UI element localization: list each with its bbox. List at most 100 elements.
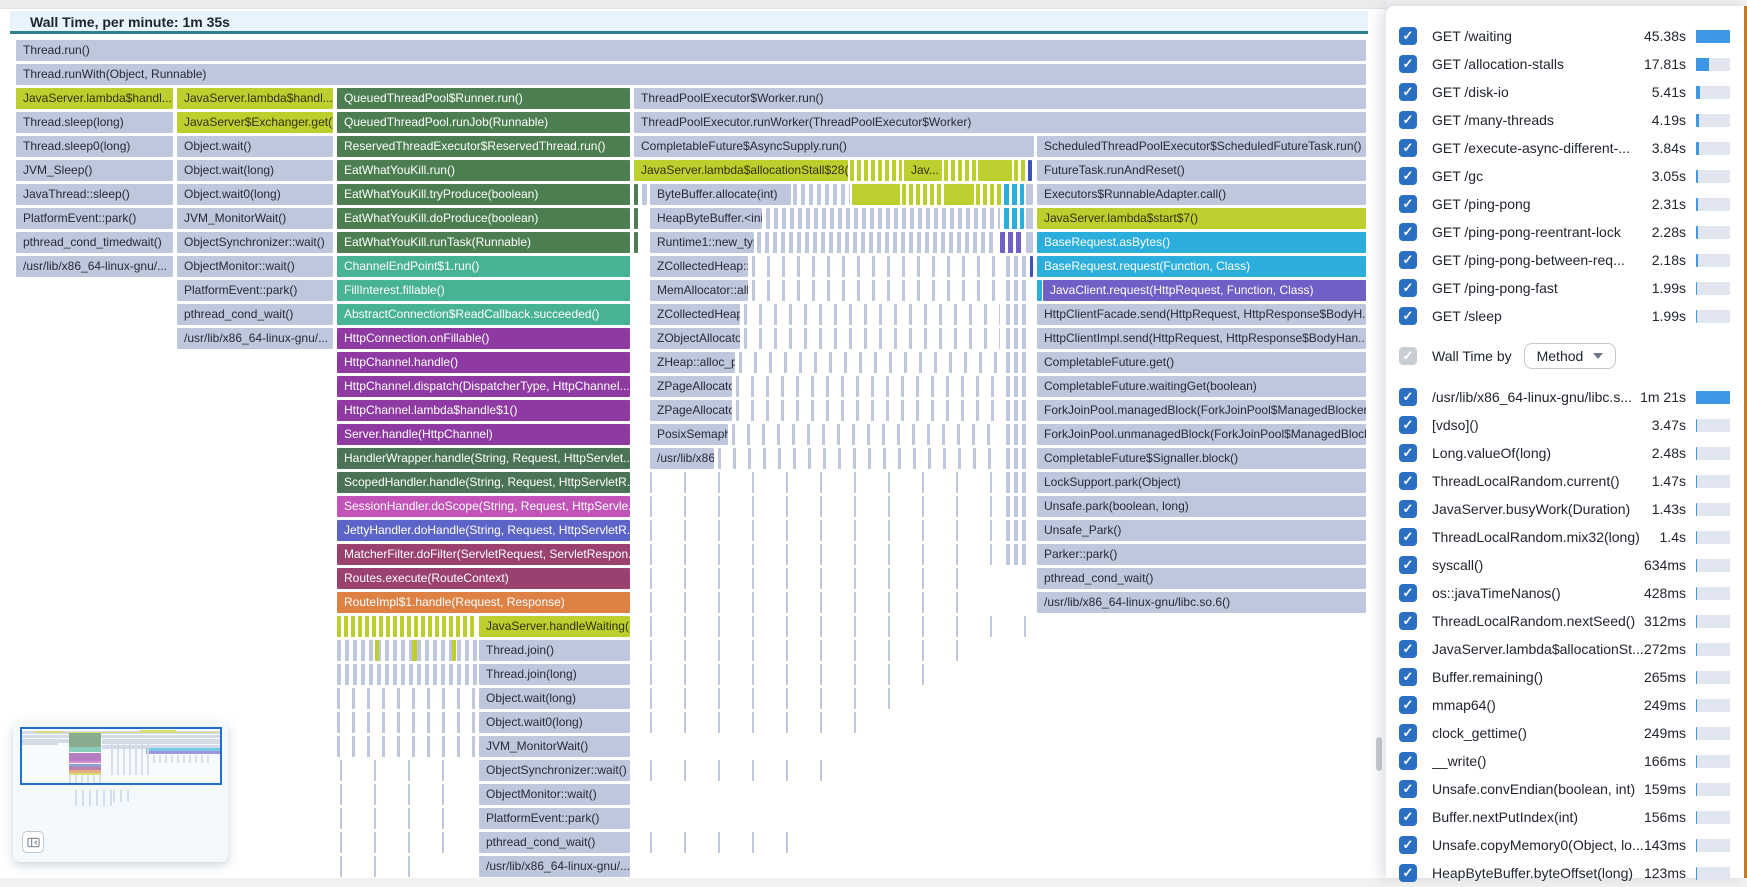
- flame-block[interactable]: ChannelEndPoint$1.run(): [337, 256, 630, 277]
- flame-slice[interactable]: [1026, 232, 1033, 253]
- flame-slice[interactable]: [1037, 280, 1042, 301]
- method-checkbox[interactable]: ✓: [1399, 528, 1417, 546]
- flame-slice[interactable]: [650, 520, 1000, 541]
- flame-block[interactable]: QueuedThreadPool$Runner.run(): [337, 88, 630, 109]
- flame-block[interactable]: HttpClientImpl.send(HttpRequest, HttpRes…: [1037, 328, 1366, 349]
- flame-block[interactable]: ZHeap::alloc_pag...: [650, 352, 735, 373]
- flame-slice[interactable]: [902, 184, 942, 205]
- flame-slice[interactable]: [650, 760, 830, 781]
- flame-slice[interactable]: [337, 688, 477, 709]
- flame-block[interactable]: Runtime1::new_type_...: [650, 232, 754, 253]
- flame-block[interactable]: ScopedHandler.handle(String, Request, Ht…: [337, 472, 630, 493]
- flame-slice[interactable]: [1004, 208, 1024, 229]
- flame-slice[interactable]: [650, 688, 910, 709]
- flame-block[interactable]: ThreadPoolExecutor.runWorker(ThreadPoolE…: [634, 112, 1366, 133]
- flame-block[interactable]: Object.wait(): [177, 136, 333, 157]
- flame-slice[interactable]: [1030, 256, 1033, 277]
- flame-block[interactable]: ZPageAllocator::...: [650, 376, 732, 397]
- flame-slice[interactable]: [1006, 544, 1028, 565]
- method-checkbox[interactable]: ✓: [1399, 808, 1417, 826]
- method-checkbox[interactable]: ✓: [1399, 724, 1417, 742]
- flame-block[interactable]: JVM_Sleep(): [16, 160, 173, 181]
- flame-block[interactable]: JavaServer.lambda$handl...: [177, 88, 333, 109]
- method-checkbox[interactable]: ✓: [1399, 668, 1417, 686]
- flame-slice[interactable]: [340, 832, 450, 853]
- flame-slice[interactable]: [1006, 376, 1028, 397]
- flame-block[interactable]: ZObjectAllocator...: [650, 328, 740, 349]
- flame-slice[interactable]: [650, 568, 990, 589]
- flame-slice[interactable]: [944, 160, 976, 181]
- flame-block[interactable]: HeapByteBuffer.<init...: [650, 208, 762, 229]
- flame-block[interactable]: Object.wait0(long): [479, 712, 630, 733]
- method-checkbox[interactable]: ✓: [1399, 416, 1417, 434]
- endpoint-checkbox[interactable]: ✓: [1399, 223, 1417, 241]
- flame-slice[interactable]: [452, 640, 456, 661]
- flame-block[interactable]: /usr/lib/x86_64-linux-gnu/...: [16, 256, 173, 277]
- flame-slice[interactable]: [337, 664, 477, 685]
- flame-block[interactable]: pthread_cond_wait(): [1037, 568, 1366, 589]
- flame-slice[interactable]: [852, 184, 900, 205]
- flame-slice[interactable]: [1004, 184, 1024, 205]
- flame-block[interactable]: FillInterest.fillable(): [337, 280, 630, 301]
- flame-slice[interactable]: [1006, 256, 1028, 277]
- flame-slice[interactable]: [744, 328, 1000, 349]
- flame-block[interactable]: PlatformEvent::park(): [177, 280, 333, 301]
- flame-block[interactable]: ByteBuffer.allocate(int): [650, 184, 791, 205]
- method-checkbox[interactable]: ✓: [1399, 388, 1417, 406]
- method-checkbox[interactable]: ✓: [1399, 864, 1417, 882]
- flame-block[interactable]: HttpChannel.lambda$handle$1(): [337, 400, 630, 421]
- flame-block[interactable]: Thread.join(long): [479, 664, 630, 685]
- endpoint-checkbox[interactable]: ✓: [1399, 307, 1417, 325]
- flame-block[interactable]: CompletableFuture$AsyncSupply.run(): [634, 136, 1034, 157]
- flame-slice[interactable]: [375, 640, 379, 661]
- flame-block[interactable]: Thread.sleep0(long): [16, 136, 173, 157]
- flame-slice[interactable]: [337, 736, 477, 757]
- flame-block[interactable]: Thread.runWith(Object, Runnable): [16, 64, 1366, 85]
- flame-slice[interactable]: [642, 184, 647, 205]
- flame-block[interactable]: BaseRequest.request(Function, Class): [1037, 256, 1366, 277]
- flame-block[interactable]: PlatformEvent::park(): [479, 808, 630, 829]
- flame-block[interactable]: Unsafe_Park(): [1037, 520, 1366, 541]
- method-checkbox[interactable]: ✓: [1399, 780, 1417, 798]
- flame-block[interactable]: HandlerWrapper.handle(String, Request, H…: [337, 448, 630, 469]
- flame-block[interactable]: HttpChannel.handle(): [337, 352, 630, 373]
- flame-block[interactable]: PlatformEvent::park(): [16, 208, 173, 229]
- method-checkbox[interactable]: ✓: [1399, 752, 1417, 770]
- endpoint-checkbox[interactable]: ✓: [1399, 111, 1417, 129]
- flame-block[interactable]: Executors$RunnableAdapter.call(): [1037, 184, 1366, 205]
- flame-slice[interactable]: [1006, 328, 1028, 349]
- method-checkbox[interactable]: ✓: [1399, 556, 1417, 574]
- flame-slice[interactable]: [340, 784, 466, 805]
- flame-slice[interactable]: [732, 424, 999, 445]
- flame-block[interactable]: pthread_cond_wait(): [479, 832, 630, 853]
- flame-slice[interactable]: [1006, 352, 1028, 373]
- flame-slice[interactable]: [793, 184, 850, 205]
- flame-block[interactable]: ForkJoinPool.unmanagedBlock(ForkJoinPool…: [1037, 424, 1366, 445]
- flame-slice[interactable]: [944, 184, 974, 205]
- flame-block[interactable]: ZPageAllocator::...: [650, 400, 732, 421]
- endpoint-checkbox[interactable]: ✓: [1399, 27, 1417, 45]
- flame-block[interactable]: PosixSemaphore...: [650, 424, 728, 445]
- flame-block[interactable]: HttpChannel.dispatch(DispatcherType, Htt…: [337, 376, 630, 397]
- flame-block[interactable]: ScheduledThreadPoolExecutor$ScheduledFut…: [1037, 136, 1366, 157]
- flame-block[interactable]: ObjectMonitor::wait(): [177, 256, 333, 277]
- flame-slice[interactable]: [739, 352, 999, 373]
- flame-slice[interactable]: [718, 448, 999, 469]
- flame-slice[interactable]: [634, 232, 638, 253]
- flame-block[interactable]: /usr/lib/x86_64-linux-gnu/...: [479, 856, 630, 877]
- flame-slice[interactable]: [1006, 304, 1028, 325]
- flame-slice[interactable]: [650, 496, 1000, 517]
- endpoint-checkbox[interactable]: ✓: [1399, 251, 1417, 269]
- flame-slice[interactable]: [1006, 496, 1028, 517]
- flame-block[interactable]: JavaThread::sleep(): [16, 184, 173, 205]
- method-checkbox[interactable]: ✓: [1399, 444, 1417, 462]
- flame-block[interactable]: MemAllocator::alloca...: [650, 280, 748, 301]
- method-checkbox[interactable]: ✓: [1399, 696, 1417, 714]
- flame-scrollbar-thumb[interactable]: [1376, 737, 1382, 771]
- flame-block[interactable]: CompletableFuture$Signaller.block(): [1037, 448, 1366, 469]
- endpoint-checkbox[interactable]: ✓: [1399, 195, 1417, 213]
- flame-block[interactable]: ForkJoinPool.managedBlock(ForkJoinPool$M…: [1037, 400, 1366, 421]
- flame-slice[interactable]: [650, 664, 950, 685]
- flame-slice[interactable]: [736, 376, 999, 397]
- flame-block[interactable]: Thread.sleep(long): [16, 112, 173, 133]
